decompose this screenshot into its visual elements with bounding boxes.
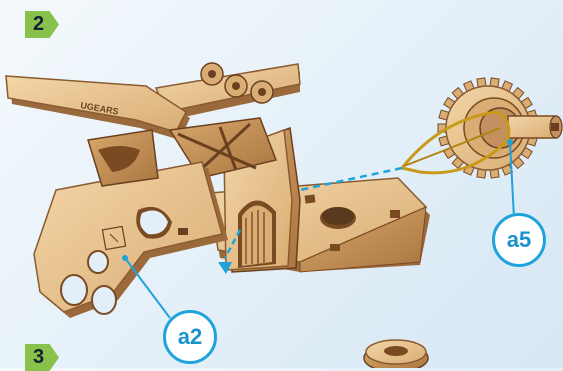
side-panel [34, 162, 228, 318]
callout-a2-label: a2 [178, 324, 202, 350]
callout-a5-label: a5 [507, 227, 531, 253]
callout-a5: a5 [492, 213, 546, 267]
step-3-part-preview [364, 340, 428, 368]
callout-a2: a2 [163, 310, 217, 364]
rear-legs [88, 130, 158, 186]
left-arm: UGEARS [6, 76, 190, 140]
step-3-number: 3 [33, 346, 44, 369]
